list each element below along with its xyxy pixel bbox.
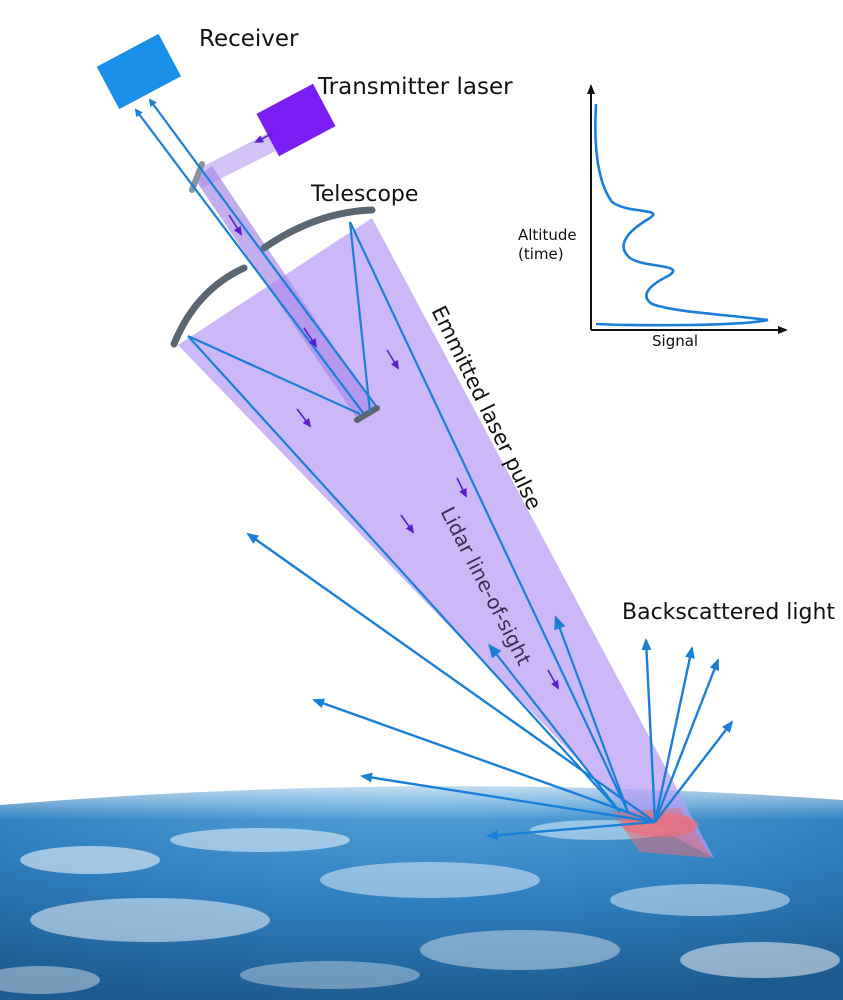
backscattered-light-label: Backscattered light: [622, 600, 836, 625]
telescope-label: Telescope: [311, 182, 419, 207]
primary-mirror-right: [260, 206, 376, 252]
inset-y-axis-label: Altitude (time): [518, 226, 577, 263]
emitted-beam-cone: [178, 218, 714, 858]
return-ray-arrow-2: [554, 615, 630, 813]
transmitter-box: [256, 83, 336, 157]
inset-signal-plot: [587, 84, 788, 334]
pulse-direction-arrows: [228, 132, 559, 690]
transmitter-laser-label: Transmitter laser: [318, 74, 513, 100]
receiver-ray-1: [134, 108, 365, 415]
optical-paths: [187, 221, 629, 813]
atmosphere-haze: [0, 780, 843, 820]
inset-x-axis-label: Signal: [652, 332, 699, 350]
receiver-ray-2: [148, 98, 377, 407]
backscattered-rays: [246, 532, 734, 841]
receiver-box: [96, 33, 182, 110]
secondary-mirror: [354, 405, 380, 423]
primary-mirror-left: [170, 264, 248, 348]
return-ray-arrow-1: [488, 643, 621, 813]
earth: [0, 780, 843, 1000]
receiver-label: Receiver: [199, 26, 299, 52]
signal-profile-curve: [594, 103, 769, 327]
